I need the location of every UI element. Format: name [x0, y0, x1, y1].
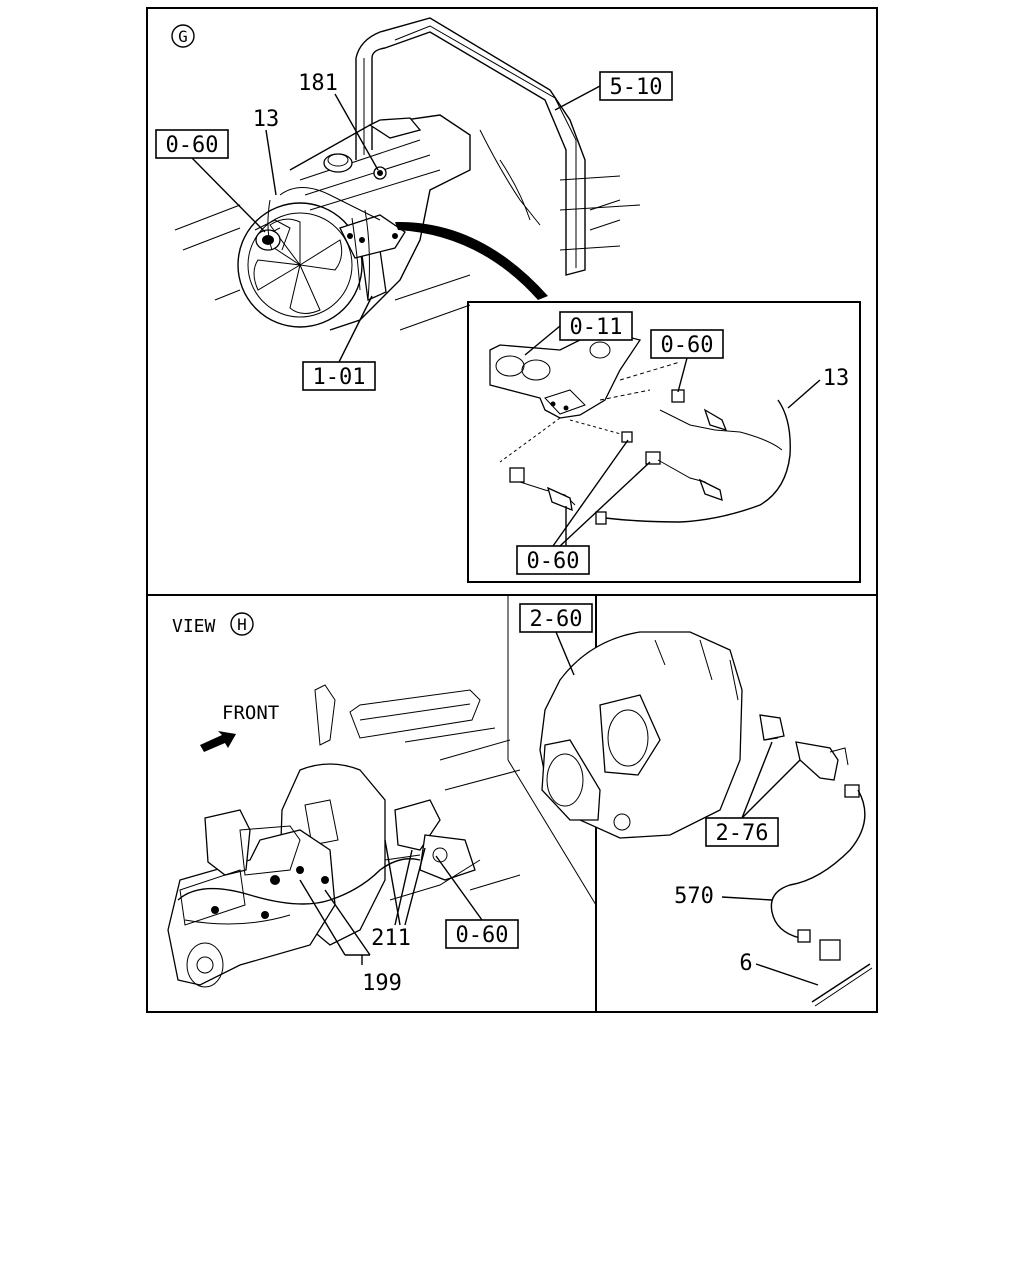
circle-g-icon: G: [171, 24, 195, 48]
view-h-marker: H: [237, 615, 247, 634]
callout-2-76: 2-76: [716, 821, 769, 846]
callout-13-inset: 13: [823, 366, 850, 391]
inset-arrow: [395, 221, 548, 300]
transmission-drawing: [174, 114, 621, 331]
callout-0-60-view-h: 0-60: [456, 923, 509, 948]
sensor-detail-panel: 2-60 2-76 570 6: [519, 603, 873, 1007]
callout-0-60-inset-bottom: 0-60: [527, 549, 580, 574]
front-arrow-icon: [200, 731, 236, 752]
callout-2-60: 2-60: [530, 607, 583, 632]
callout-0-60-top: 0-60: [166, 133, 219, 158]
transmission-side-drawing: [167, 684, 521, 988]
callout-0-11: 0-11: [570, 315, 623, 340]
view-g-marker: G: [178, 27, 188, 46]
detail-inset: [467, 301, 861, 583]
callout-6: 6: [739, 951, 752, 976]
callout-13: 13: [253, 107, 280, 132]
bell-housing-drawing: [539, 631, 743, 839]
view-h-prefix: VIEW: [172, 616, 216, 637]
view-h-panel: VIEW H FRONT: [167, 612, 521, 996]
callout-570: 570: [674, 884, 714, 909]
inset-drawing: [489, 329, 791, 525]
front-label: FRONT: [222, 702, 279, 724]
callout-211: 211: [371, 926, 411, 951]
view-g-panel: G: [155, 17, 861, 583]
callout-181: 181: [298, 71, 338, 96]
callout-199: 199: [362, 971, 402, 996]
callout-1-01: 1-01: [313, 365, 366, 390]
callout-0-60-inset-top: 0-60: [661, 333, 714, 358]
speed-sensor-drawing: [759, 714, 873, 1007]
callout-5-10: 5-10: [610, 75, 663, 100]
circle-h-icon: H: [230, 612, 254, 636]
frame-rail-drawing: [355, 17, 641, 276]
